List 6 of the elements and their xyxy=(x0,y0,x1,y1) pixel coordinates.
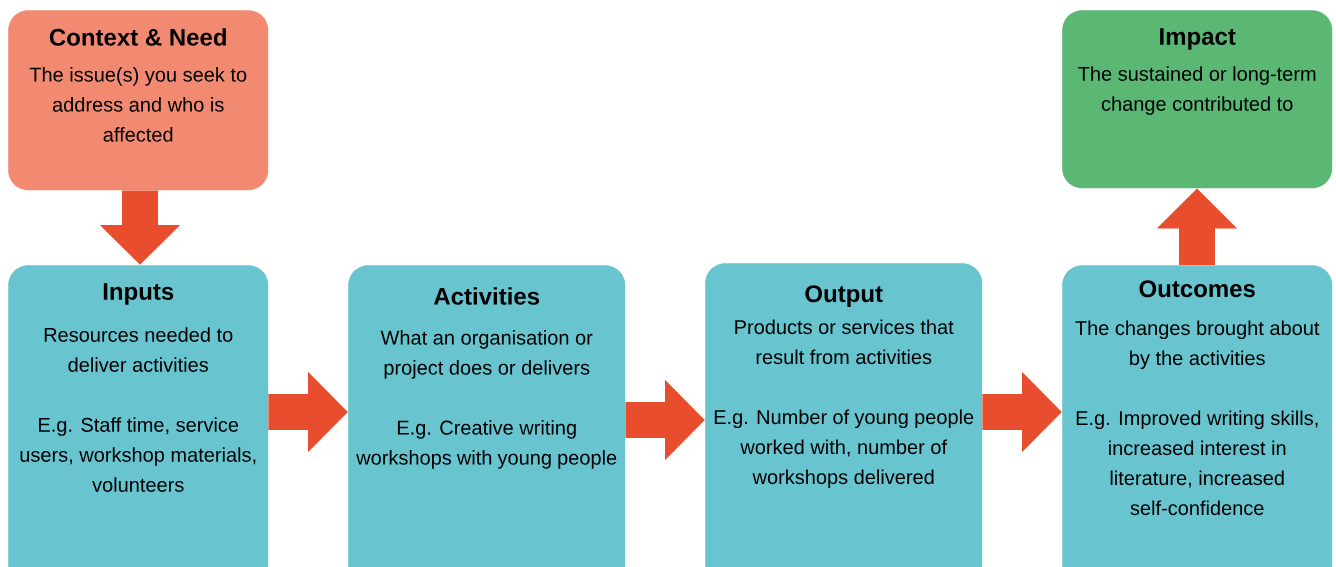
process-box: Context & Need The issue(s) you seek to address and who is affected xyxy=(8,10,269,191)
process-box: Impact The sustained or long-term change contributed to xyxy=(1062,10,1333,189)
process-box: Inputs Resources needed to deliver activities E.g. Staff time, service users, workshop materials, volunteers xyxy=(8,265,269,567)
process-box: Output Products or services that result from activities E.g. Number of young people worked with, number of workshops delivered xyxy=(705,263,983,567)
process-box: Outcomes The changes brought about by the activities E.g. Improved writing skills, increased interest in literature, increased self-confidence xyxy=(1062,265,1333,567)
process-box: Activities What an organisation or project does or delivers E.g. Creative writing workshops with young people xyxy=(348,265,626,567)
